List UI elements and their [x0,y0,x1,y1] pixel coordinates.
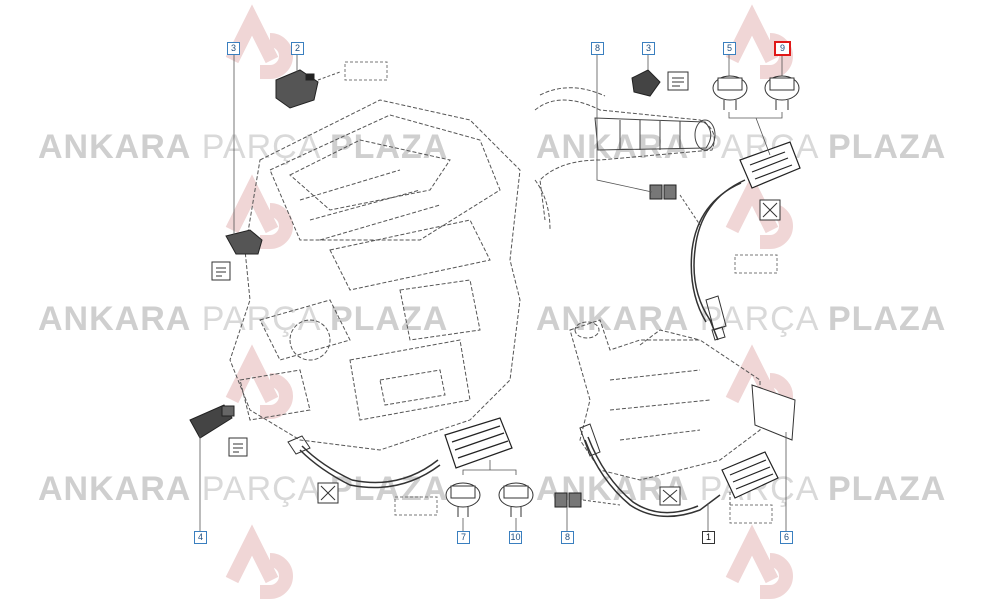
heat-shield [751,384,796,441]
callout-6[interactable]: 6 [780,531,793,544]
callout-3-top[interactable]: 3 [642,42,655,55]
connector-5-detail [712,75,748,110]
lambda-cable-left [299,445,441,489]
callout-5[interactable]: 5 [723,42,736,55]
clip-8-lower [554,492,582,508]
callout-1[interactable]: 1 [702,531,715,544]
callout-7[interactable]: 7 [457,531,470,544]
callout-4[interactable]: 4 [194,531,207,544]
callout-2[interactable]: 2 [291,42,304,55]
lambda-sensor-left [287,435,311,455]
callout-3-left[interactable]: 3 [227,42,240,55]
exhaust-manifold [569,319,761,481]
lambda-sensor-upper [705,295,727,341]
intake-ribbed-hose [594,117,716,151]
watermark-row-1: ANKARA PARÇA PLAZA [38,128,449,166]
sensor-3-top [631,69,661,97]
connector-7-detail [445,482,481,517]
cam-sensor [225,229,263,255]
connector-10-detail [498,482,534,517]
watermark-row-2b: ANKARA PARÇA PLAZA [536,300,947,338]
callout-10[interactable]: 10 [509,531,522,544]
lambda-cable-upper [690,179,746,341]
callout-8-top[interactable]: 8 [591,42,604,55]
clip-8-upper [649,184,677,200]
lambda-sensor-lower [579,423,601,457]
symbol-box-marks [216,77,778,503]
map-sensor [275,69,319,109]
watermark-row-3: ANKARA PARÇA PLAZA [38,470,449,508]
leader-lines [199,54,787,533]
callout-9-selected[interactable]: 9 [774,41,791,56]
lambda-cable-lower [584,436,721,518]
connector-upper-right [739,141,801,189]
callout-8-bottom[interactable]: 8 [561,531,574,544]
knock-sensor [189,404,235,439]
arrows [317,71,731,506]
engine-block-outline [229,99,521,451]
placeholder-boxes [344,61,778,524]
connector-lower-right [721,451,779,499]
connector-9-detail [764,75,800,110]
intake-hose [534,87,715,231]
connector-left [444,417,513,469]
watermark-row-2: ANKARA PARÇA PLAZA [38,300,449,338]
